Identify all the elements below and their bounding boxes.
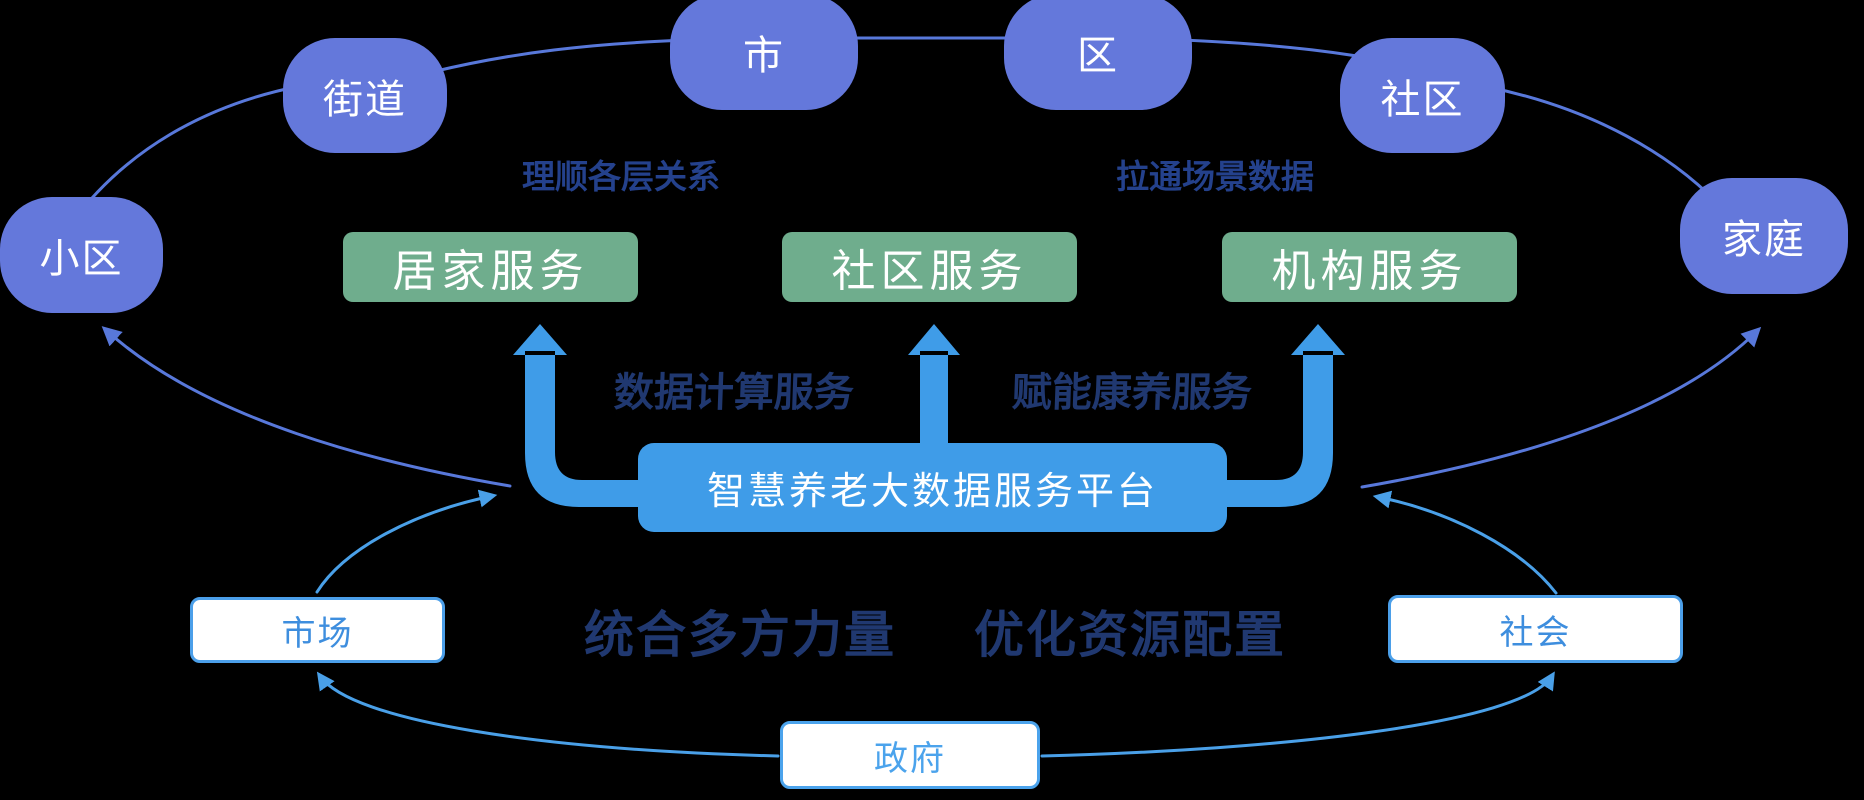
service-box-community-label: 社区服务: [831, 247, 1028, 296]
bubble-jiating-label: 家庭: [1722, 217, 1806, 262]
arrow-label-data-computing: 数据计算服务: [613, 371, 855, 415]
service-box-home-label: 居家服务: [392, 247, 589, 296]
bubble-shi-label: 市: [743, 33, 785, 78]
section-label-left: 理顺各层关系: [522, 158, 720, 195]
bubble-xiaoqu: 小区: [0, 197, 163, 313]
platform-label: 智慧养老大数据服务平台: [706, 471, 1158, 513]
thick-arrow-middle: [908, 324, 960, 444]
thick-arrow-right: [1227, 324, 1345, 507]
arrow-market-to-platform: [315, 489, 498, 594]
arrow-government-to-society: [1040, 671, 1555, 758]
arc-arrow-to-jiating: [1360, 326, 1762, 489]
stakeholder-market-label: 市场: [281, 615, 354, 653]
thick-arrow-left: [513, 324, 645, 507]
motto: 统合多方力量 优化资源配置: [440, 600, 1430, 663]
bubble-qu: 区: [1004, 0, 1192, 110]
stakeholder-society-label: 社会: [1499, 614, 1572, 652]
stakeholder-society: 社会: [1388, 595, 1683, 663]
ellipse-arc-jiedao-shi: [430, 38, 687, 74]
service-box-community: 社区服务: [782, 232, 1077, 302]
motto-left: 统合多方力量: [584, 607, 896, 663]
stakeholder-government-label: 政府: [874, 740, 946, 778]
motto-right: 优化资源配置: [974, 607, 1286, 663]
platform-box: 智慧养老大数据服务平台: [638, 443, 1227, 532]
service-box-institution-label: 机构服务: [1271, 247, 1468, 296]
bubble-jiating: 家庭: [1680, 178, 1848, 294]
service-box-institution: 机构服务: [1222, 232, 1517, 302]
bubble-shi: 市: [670, 0, 858, 110]
arc-arrow-to-xiaoqu: [101, 326, 512, 488]
stakeholder-market: 市场: [190, 597, 445, 663]
bubble-jiedao-label: 街道: [323, 76, 407, 122]
bubble-qu-label: 区: [1077, 33, 1119, 78]
bubble-shequ-label: 社区: [1380, 76, 1465, 122]
bubble-xiaoqu-label: 小区: [39, 236, 124, 281]
bubble-jiedao: 街道: [283, 38, 447, 153]
service-box-home: 居家服务: [343, 232, 638, 302]
bubble-shequ: 社区: [1340, 38, 1505, 153]
arrow-government-to-market: [316, 671, 780, 758]
arrow-label-wellness-enabling: 赋能康养服务: [1011, 371, 1253, 415]
section-label-right: 拉通场景数据: [1116, 158, 1314, 195]
stakeholder-government: 政府: [780, 721, 1040, 789]
arrow-society-to-platform: [1372, 490, 1558, 595]
